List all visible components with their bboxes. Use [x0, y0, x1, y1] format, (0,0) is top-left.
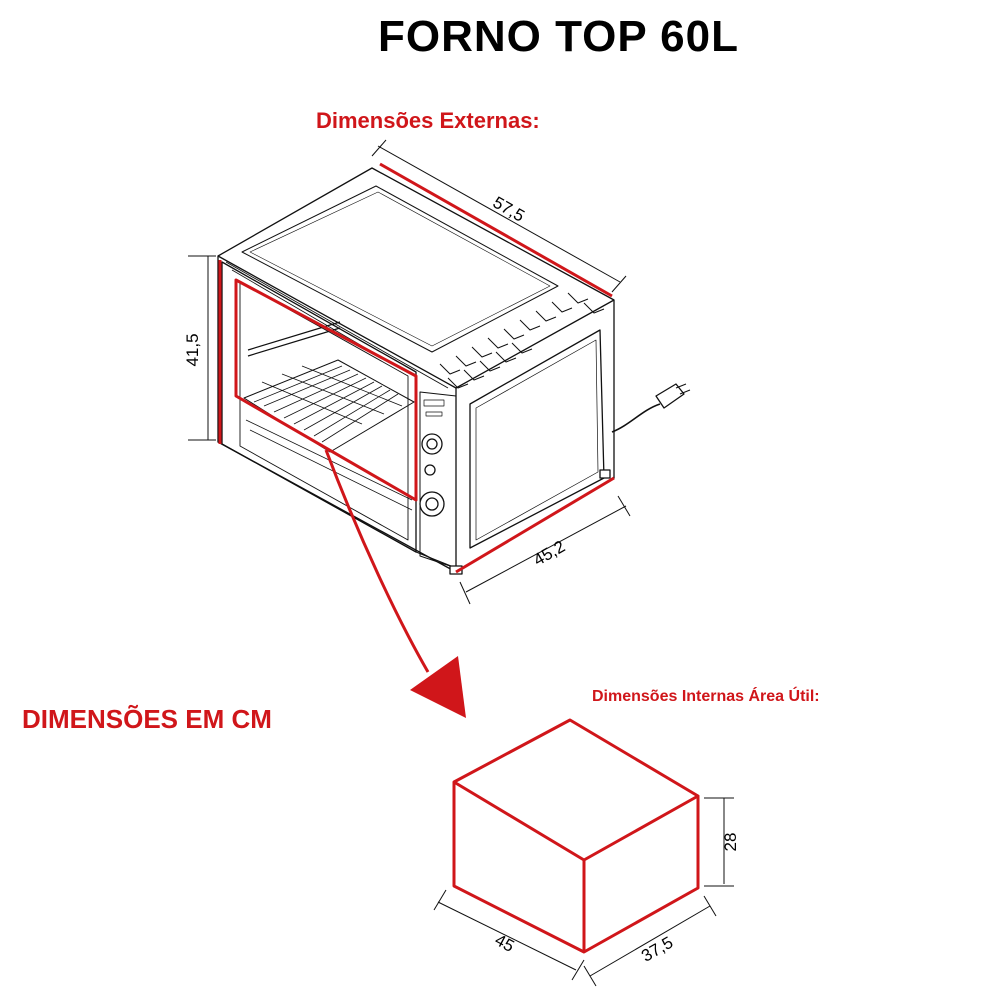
internal-dimensions-label: Dimensões Internas Área Útil:	[592, 688, 820, 705]
internal-dimension-lines	[433, 797, 734, 987]
internal-box	[452, 718, 700, 954]
dim-external-height: 41,5	[183, 333, 202, 366]
external-dimensions-label: Dimensões Externas:	[316, 108, 540, 133]
oven-drawing	[217, 167, 691, 575]
page-title: FORNO TOP 60L	[378, 12, 740, 61]
units-label: DIMENSÕES EM CM	[22, 704, 272, 734]
internal-dimension-values: 28 45 37,5	[492, 833, 740, 966]
dim-internal-height: 28	[721, 833, 740, 852]
dim-external-width: 57,5	[490, 193, 528, 226]
oven-red-highlights	[218, 162, 615, 574]
dim-internal-width: 45	[492, 930, 518, 956]
dim-internal-depth: 37,5	[638, 933, 676, 966]
external-dimension-lines	[188, 139, 631, 605]
arrow-to-internal	[324, 449, 466, 718]
dim-external-depth: 45,2	[530, 537, 568, 570]
